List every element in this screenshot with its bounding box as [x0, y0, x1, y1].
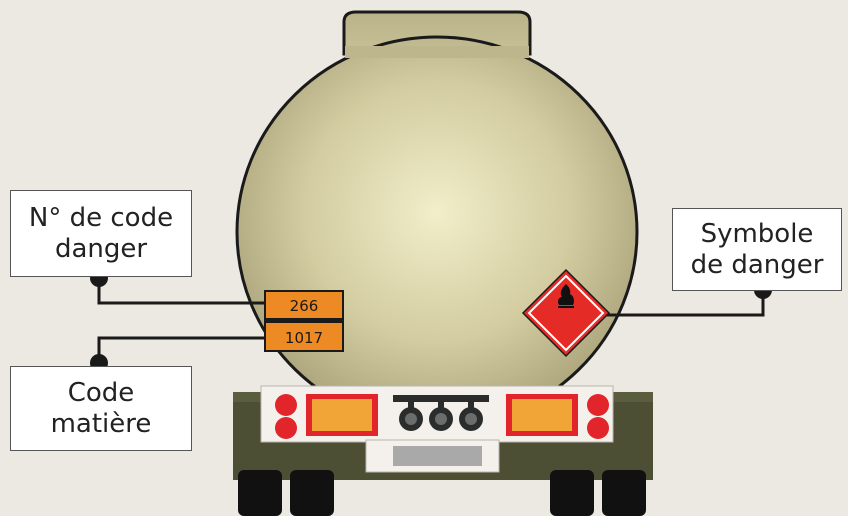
label-code-danger: N° de code danger [10, 190, 192, 277]
label-symbole-line2: de danger [691, 250, 824, 281]
label-code-matiere: Code matière [10, 366, 192, 451]
connector-code-danger [99, 277, 266, 303]
label-symbole-danger: Symbole de danger [672, 208, 842, 291]
connector-symbole [605, 290, 763, 315]
label-code-danger-line1: N° de code [29, 203, 173, 234]
label-code-matiere-line2: matière [51, 409, 152, 440]
orange-hazard-plate: 266 1017 [264, 290, 344, 352]
rear-couplings [393, 395, 489, 431]
hazard-number: 266 [290, 297, 319, 315]
license-plate-area [393, 446, 482, 466]
label-code-matiere-line1: Code [68, 378, 135, 409]
tank-body [237, 37, 637, 427]
label-code-danger-line2: danger [55, 234, 147, 265]
un-number: 1017 [285, 329, 323, 347]
label-symbole-line1: Symbole [701, 219, 814, 250]
connector-code-matiere [99, 338, 266, 366]
